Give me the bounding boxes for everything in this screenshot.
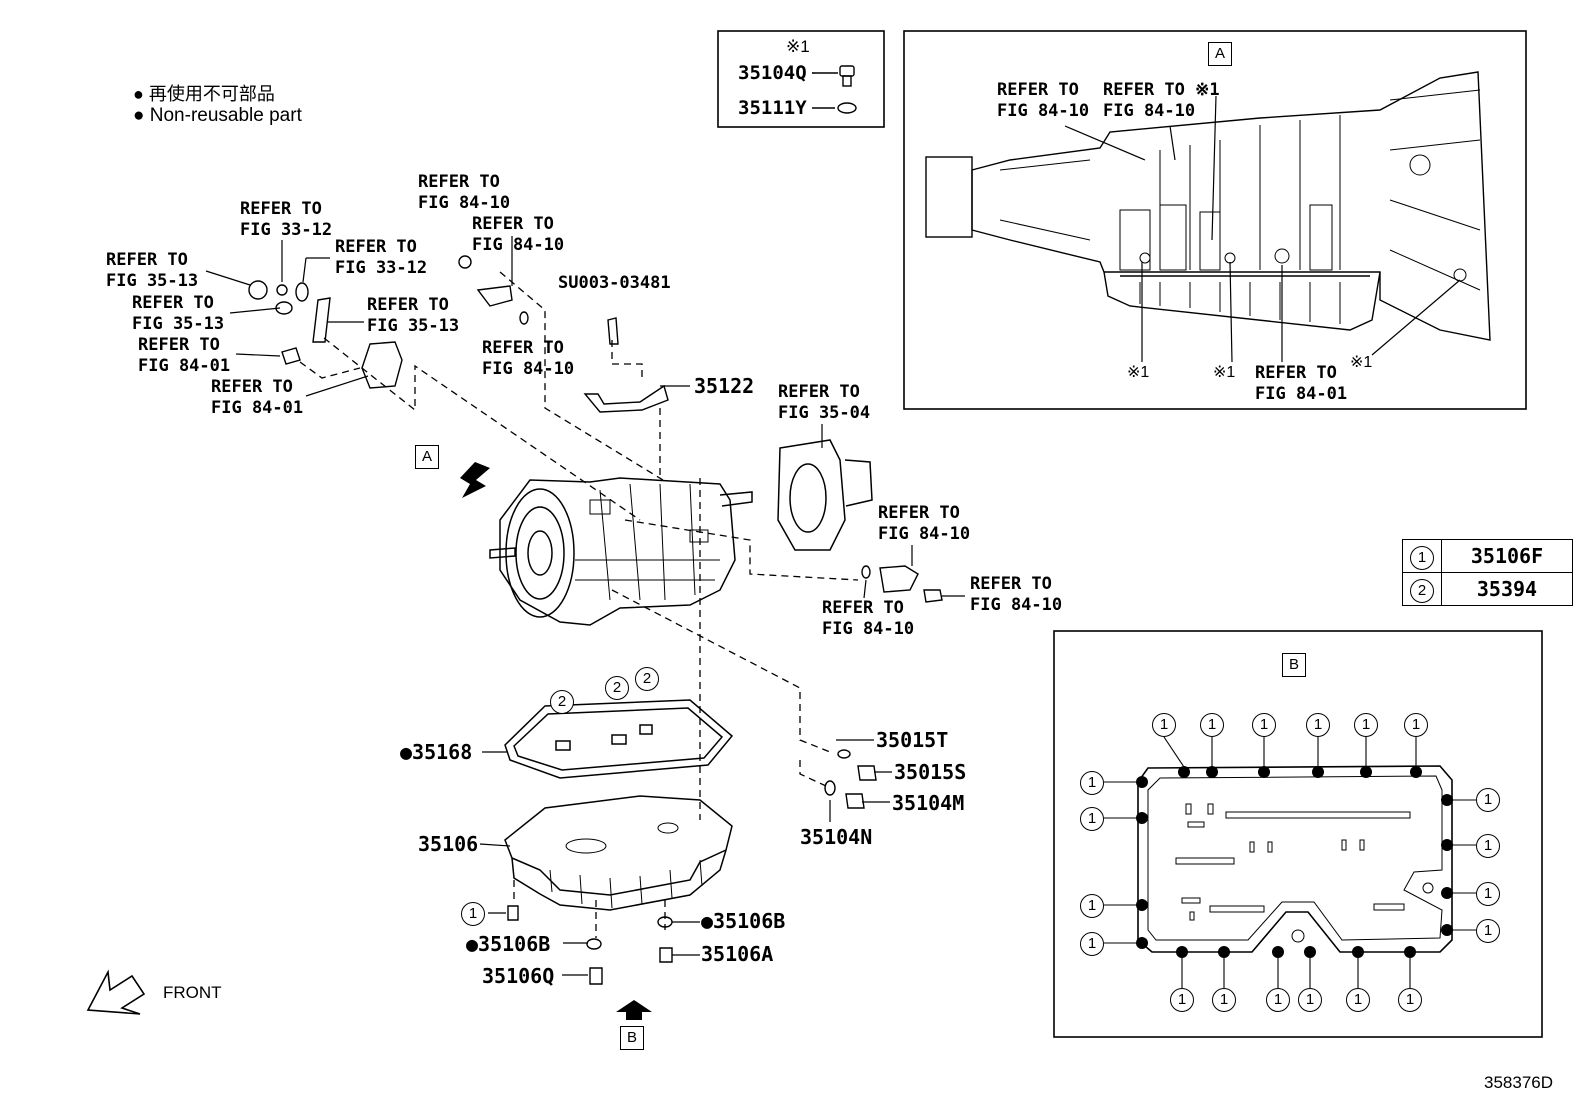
refer-fig-35-13-c: REFER TO FIG 35-13: [367, 295, 460, 336]
refer-fig-35-04: REFER TO FIG 35-04: [778, 382, 871, 423]
view-a-note-2: ※1: [1213, 364, 1236, 381]
leader-lines: [205, 72, 965, 976]
part-35106b-right: ●35106B: [701, 909, 786, 933]
inset-box-top: [717, 30, 885, 128]
legend-en-text: Non-reusable part: [149, 105, 302, 126]
bullet-dot-icon: ●: [133, 105, 145, 126]
callout-1-b-right-4: 1: [1476, 919, 1500, 943]
view-b-label-main: B: [620, 1026, 644, 1050]
part-35106: 35106: [418, 832, 479, 856]
view-a-box: [903, 30, 1527, 410]
callout-1-b-right-1: 1: [1476, 788, 1500, 812]
inset-note-mark: ※1: [786, 37, 810, 56]
small-parts-left: [248, 255, 943, 985]
callout-1-b-top-4: 1: [1306, 713, 1330, 737]
view-a-arrow: [460, 462, 490, 498]
refer-fig-84-01-b: REFER TO FIG 84-01: [211, 377, 304, 418]
view-a-refer-fig-84-01: REFER TO FIG 84-01: [1255, 363, 1348, 404]
legend-jp: ● 再使用不可部品: [133, 80, 275, 106]
refer-fig-33-12-b: REFER TO FIG 33-12: [335, 237, 428, 278]
legend-key-2: 2: [1410, 578, 1434, 603]
callout-1-b-bottom-6: 1: [1398, 988, 1422, 1012]
refer-fig-35-13-b: REFER TO FIG 35-13: [132, 293, 225, 334]
bullet-dot-icon: ●: [133, 84, 144, 104]
part-35104m: 35104M: [892, 791, 965, 815]
part-su003-03481: SU003-03481: [558, 273, 671, 293]
callout-1-b-right-2: 1: [1476, 834, 1500, 858]
legend-row-1: 1 35106F: [1402, 539, 1573, 573]
callout-1-b-right-3: 1: [1476, 882, 1500, 906]
inset-part-shapes: [812, 65, 857, 114]
view-b-box: [1053, 630, 1543, 1038]
legend-part-1: 35106F: [1441, 539, 1573, 573]
part-35015s: 35015S: [894, 760, 967, 784]
oil-pan-bottom-view: [1104, 736, 1476, 988]
callout-2-c: 2: [635, 667, 659, 691]
part-35106a: 35106A: [701, 942, 774, 966]
transmission-side-view: [925, 71, 1491, 363]
legend-row-2: 2 35394: [1402, 572, 1573, 606]
view-a-refer-fig-84-10-b: REFER TO ※1 FIG 84-10: [1103, 80, 1220, 121]
refer-fig-35-13-a: REFER TO FIG 35-13: [106, 250, 199, 291]
callout-1-b-top-1: 1: [1152, 713, 1176, 737]
part-35106q: 35106Q: [482, 964, 555, 988]
callout-1-b-bottom-1: 1: [1170, 988, 1194, 1012]
front-label: FRONT: [163, 983, 222, 1002]
assembly-dashed-lines: [299, 271, 859, 938]
figure-number: 358376D: [1484, 1073, 1554, 1092]
oil-pan-gasket: [504, 699, 734, 779]
callout-1-b-left-3: 1: [1080, 894, 1104, 918]
view-a-label-main: A: [415, 445, 439, 469]
part-35015t: 35015T: [876, 728, 949, 752]
callout-1-b-top-2: 1: [1200, 713, 1224, 737]
refer-fig-84-10-c: REFER TO FIG 84-10: [482, 338, 575, 379]
front-arrow: [86, 969, 146, 1015]
callout-2-b: 2: [605, 676, 629, 700]
refer-fig-84-01-a: REFER TO FIG 84-01: [138, 335, 231, 376]
part-35122: 35122: [694, 374, 755, 398]
part-35106b-left: ●35106B: [466, 932, 551, 956]
part-35104n: 35104N: [800, 825, 873, 849]
part-35111y: 35111Y: [738, 97, 807, 119]
part-35104q: 35104Q: [738, 62, 807, 84]
callout-1-b-bottom-2: 1: [1212, 988, 1236, 1012]
callout-1-b-top-6: 1: [1404, 713, 1428, 737]
view-a-note-1: ※1: [1127, 364, 1150, 381]
legend-key-1: 1: [1410, 545, 1434, 570]
transmission-assembly: [489, 477, 753, 626]
callout-1-b-bottom-5: 1: [1346, 988, 1370, 1012]
view-b-label-inset: B: [1282, 653, 1306, 677]
callout-1-b-left-4: 1: [1080, 932, 1104, 956]
callout-1-b-top-3: 1: [1252, 713, 1276, 737]
view-a-label-inset: A: [1208, 42, 1232, 66]
callout-2-a: 2: [550, 690, 574, 714]
callout-1-b-left-1: 1: [1080, 771, 1104, 795]
refer-fig-33-12-a: REFER TO FIG 33-12: [240, 199, 333, 240]
legend-en: ● Non-reusable part: [133, 105, 302, 127]
legend-jp-text: 再使用不可部品: [148, 84, 275, 104]
callout-1-b-left-2: 1: [1080, 807, 1104, 831]
view-b-arrow: [616, 1000, 652, 1020]
view-a-note-3: ※1: [1350, 354, 1373, 371]
oil-pan: [504, 795, 733, 911]
refer-fig-84-10-d: REFER TO FIG 84-10: [878, 503, 971, 544]
refer-fig-84-10-f: REFER TO FIG 84-10: [822, 598, 915, 639]
callout-1-b-bottom-4: 1: [1298, 988, 1322, 1012]
part-35168: ●35168: [400, 740, 473, 764]
refer-fig-84-10-a: REFER TO FIG 84-10: [418, 172, 511, 213]
refer-fig-84-10-e: REFER TO FIG 84-10: [970, 574, 1063, 615]
callout-1-b-top-5: 1: [1354, 713, 1378, 737]
callout-1-main: 1: [461, 902, 485, 926]
legend-part-2: 35394: [1441, 572, 1573, 606]
callout-1-b-bottom-3: 1: [1266, 988, 1290, 1012]
refer-fig-84-10-b: REFER TO FIG 84-10: [472, 214, 565, 255]
transfer-adapter: [777, 439, 873, 551]
view-a-refer-fig-84-10-a: REFER TO FIG 84-10: [997, 80, 1090, 121]
callout-legend-table: 1 35106F 2 35394: [1402, 539, 1573, 606]
